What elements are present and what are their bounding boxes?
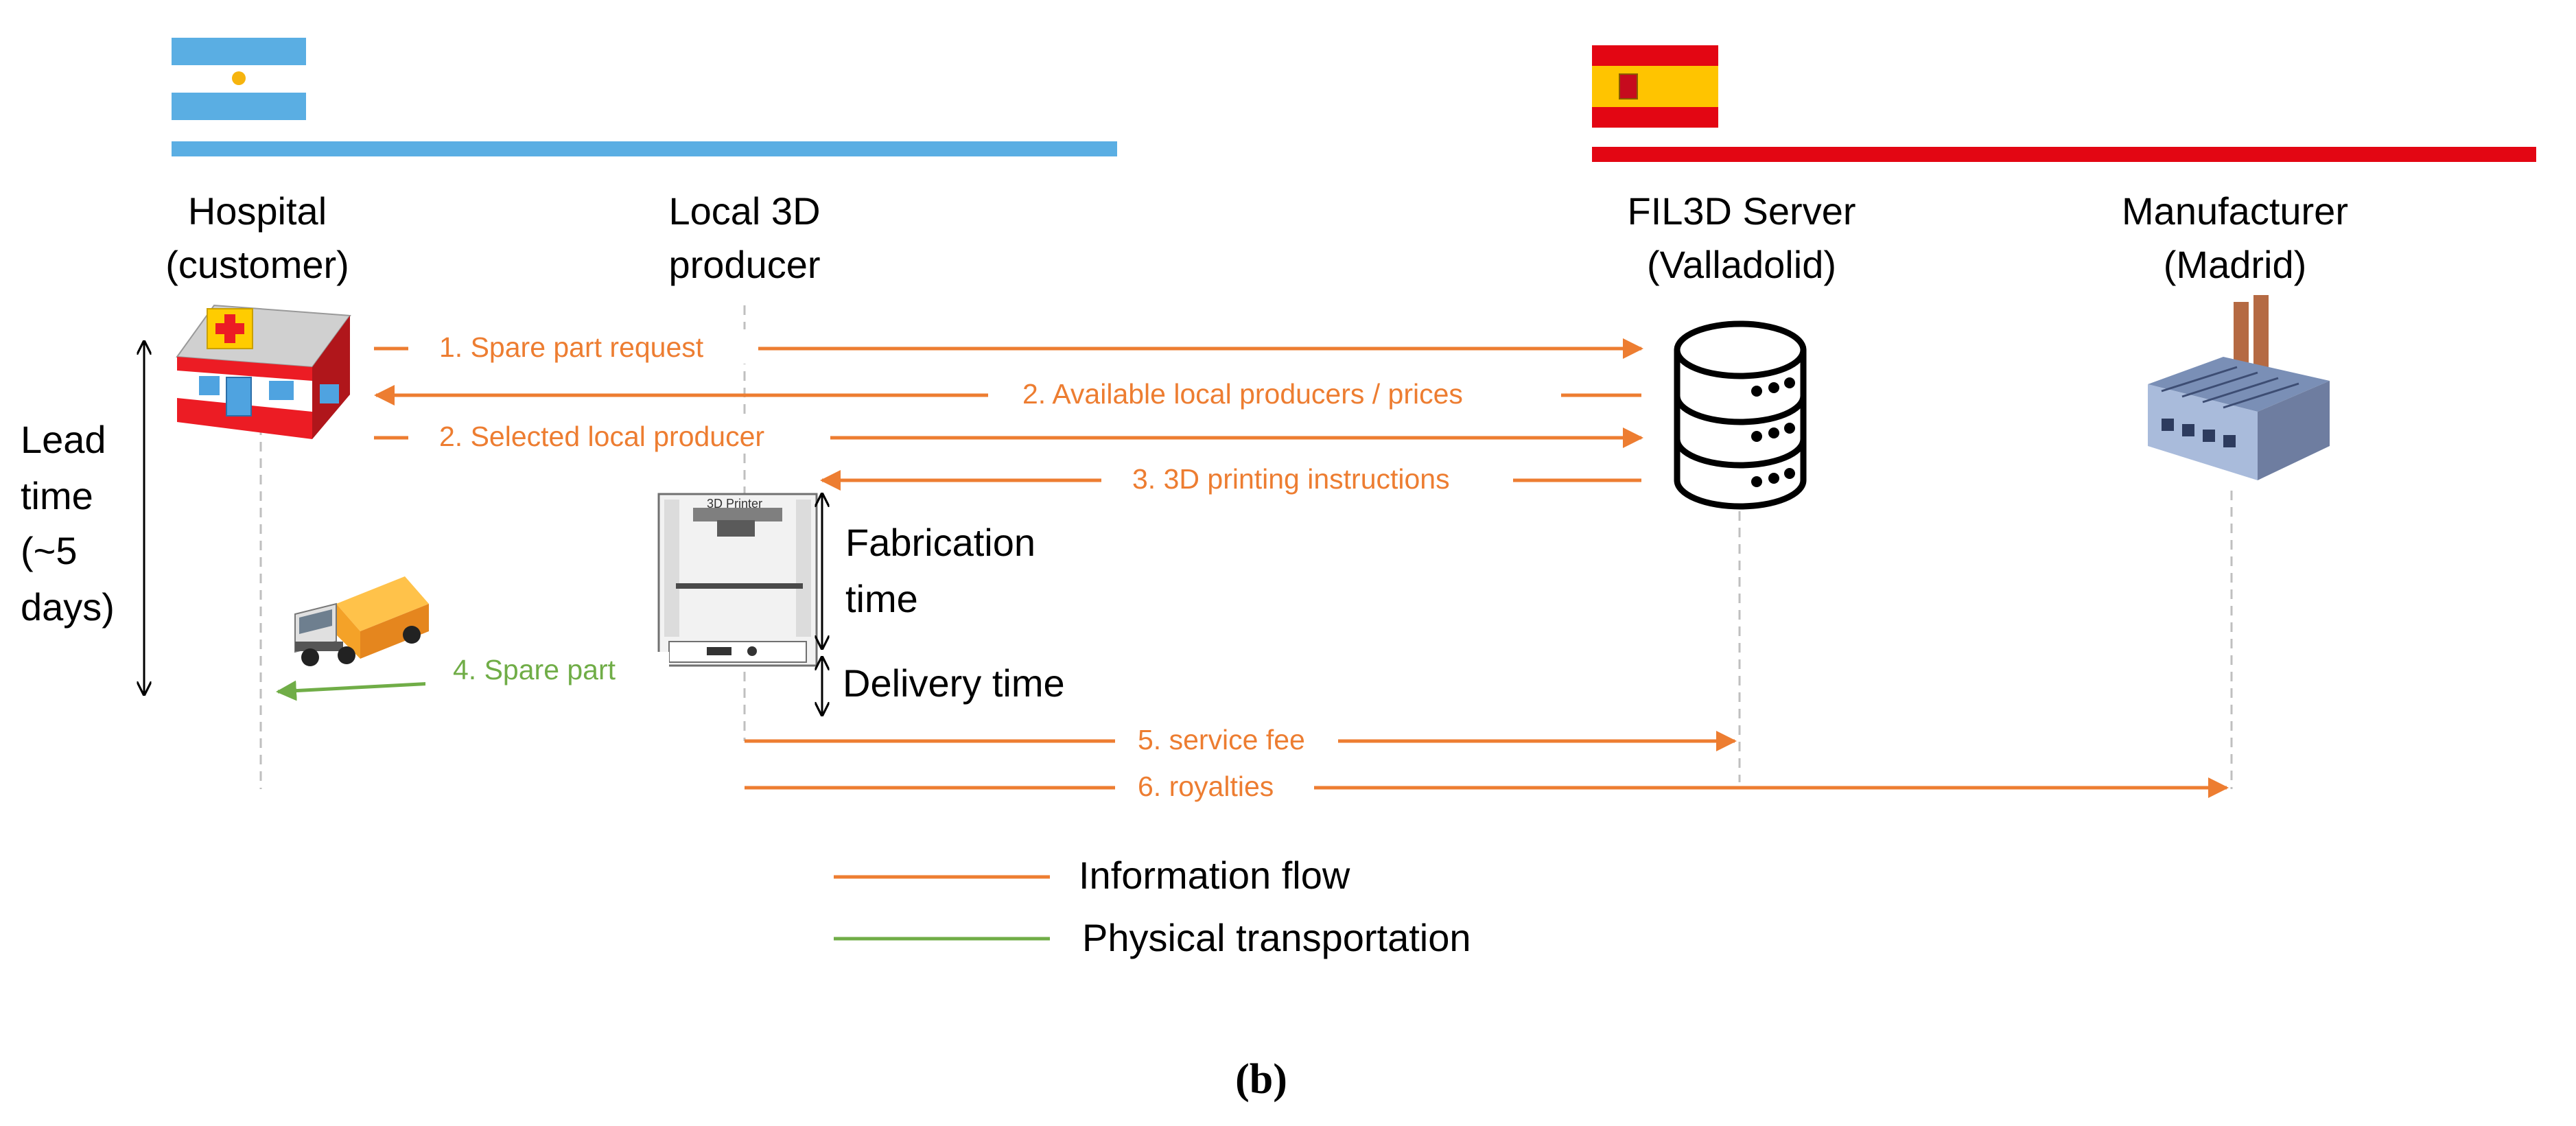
hospital-label-1: Hospital bbox=[188, 189, 327, 233]
spain-flag-icon bbox=[1592, 45, 1718, 128]
spain-bar bbox=[1592, 147, 2536, 162]
3d-printer-icon: 3D Printer bbox=[657, 493, 818, 667]
producer-label-2: producer bbox=[668, 243, 820, 286]
message-5: 4. Spare part bbox=[453, 654, 616, 685]
hospital-icon bbox=[176, 304, 351, 439]
legend-information-label: Information flow bbox=[1079, 854, 1350, 897]
manufacturer-label-2: (Madrid) bbox=[2164, 243, 2306, 286]
argentina-bar bbox=[172, 141, 1117, 156]
message-2: 2. Available local producers / prices bbox=[1022, 378, 1463, 410]
message-6: 5. service fee bbox=[1138, 724, 1305, 755]
message-1: 1. Spare part request bbox=[439, 331, 704, 363]
fabrication-time-label-2: time bbox=[845, 577, 918, 620]
lead-time-label-1: Lead bbox=[21, 418, 106, 461]
server-label-2: (Valladolid) bbox=[1647, 243, 1836, 286]
message-7: 6. royalties bbox=[1138, 771, 1274, 802]
legend-physical-label: Physical transportation bbox=[1082, 916, 1471, 959]
server-label-1: FIL3D Server bbox=[1628, 189, 1856, 233]
delivery-time-label: Delivery time bbox=[843, 661, 1065, 705]
argentina-flag-icon bbox=[172, 38, 306, 120]
lifelines bbox=[259, 305, 2233, 789]
lead-time-label-4: days) bbox=[21, 585, 115, 629]
factory-icon bbox=[2148, 295, 2330, 480]
truck-icon bbox=[294, 576, 429, 666]
figure-caption: (b) bbox=[1235, 1056, 1287, 1103]
fabrication-time-label-1: Fabrication bbox=[845, 521, 1035, 564]
hospital-label-2: (customer) bbox=[165, 243, 349, 286]
database-icon bbox=[1674, 320, 1807, 510]
lead-time-label-2: time bbox=[21, 474, 93, 517]
printer-label: 3D Printer bbox=[707, 497, 762, 511]
message-4: 3. 3D printing instructions bbox=[1132, 463, 1450, 495]
producer-label-1: Local 3D bbox=[668, 189, 820, 233]
lead-time-label-3: (~5 bbox=[21, 529, 78, 572]
manufacturer-label-1: Manufacturer bbox=[2122, 189, 2348, 233]
message-3: 2. Selected local producer bbox=[439, 421, 764, 452]
